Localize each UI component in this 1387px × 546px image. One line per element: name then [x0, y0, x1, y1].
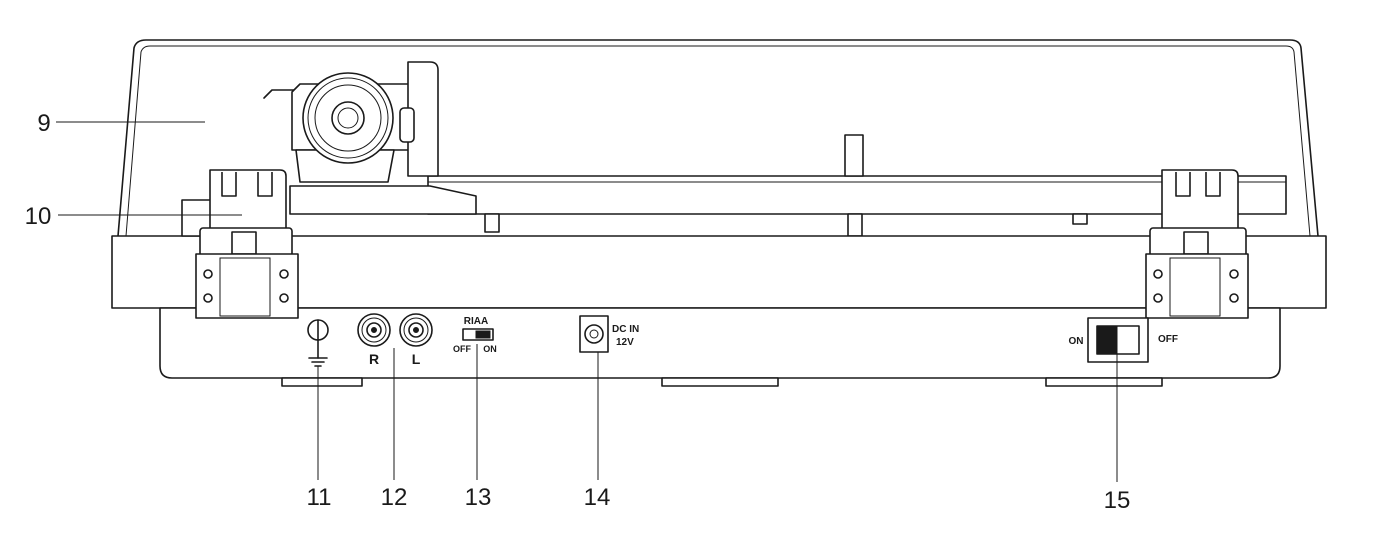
- platter: [427, 134, 1287, 237]
- power-switch: ON OFF: [1069, 317, 1178, 363]
- label-jack-left: L: [412, 351, 421, 367]
- riaa-switch-slider: [475, 330, 491, 339]
- callout-14: 14: [584, 484, 611, 511]
- headshell-finger-lift: [263, 89, 301, 99]
- label-power-on: ON: [1069, 336, 1084, 347]
- foot-left: [281, 377, 363, 387]
- foot-center: [661, 377, 779, 387]
- label-power-off: OFF: [1158, 334, 1178, 345]
- callout-13: 13: [465, 484, 492, 511]
- label-riaa-off: OFF: [453, 344, 471, 354]
- rca-jack-left: [399, 313, 433, 347]
- ground-terminal: [307, 319, 329, 367]
- hinge-right: [1145, 169, 1249, 319]
- label-riaa-title: RIAA: [464, 316, 488, 327]
- dc-in-jack: DC IN 12V: [579, 315, 639, 353]
- callout-11: 11: [307, 484, 332, 511]
- spindle: [844, 134, 864, 177]
- turntable-base: [111, 235, 1327, 387]
- label-dc-in: DC IN: [612, 324, 639, 335]
- tonearm-assembly: [263, 61, 477, 215]
- callout-numbers: 9 10 11 12 13 14 15: [25, 110, 1131, 514]
- rca-output-jacks: R L: [357, 313, 433, 367]
- rca-jack-right: [357, 313, 391, 347]
- leader-lines: [56, 121, 1118, 482]
- callout-15: 15: [1104, 487, 1131, 514]
- hinge-left: [181, 169, 299, 319]
- foot-right: [1045, 377, 1163, 387]
- label-jack-right: R: [369, 351, 379, 367]
- callout-12: 12: [381, 484, 408, 511]
- callout-9: 9: [37, 110, 50, 137]
- label-dc-voltage: 12V: [616, 337, 634, 348]
- label-riaa-on: ON: [483, 344, 497, 354]
- dust-cover: [117, 39, 1319, 237]
- riaa-switch: RIAA OFF ON: [453, 316, 497, 354]
- callout-10: 10: [25, 203, 52, 230]
- power-rocker: [1096, 325, 1118, 355]
